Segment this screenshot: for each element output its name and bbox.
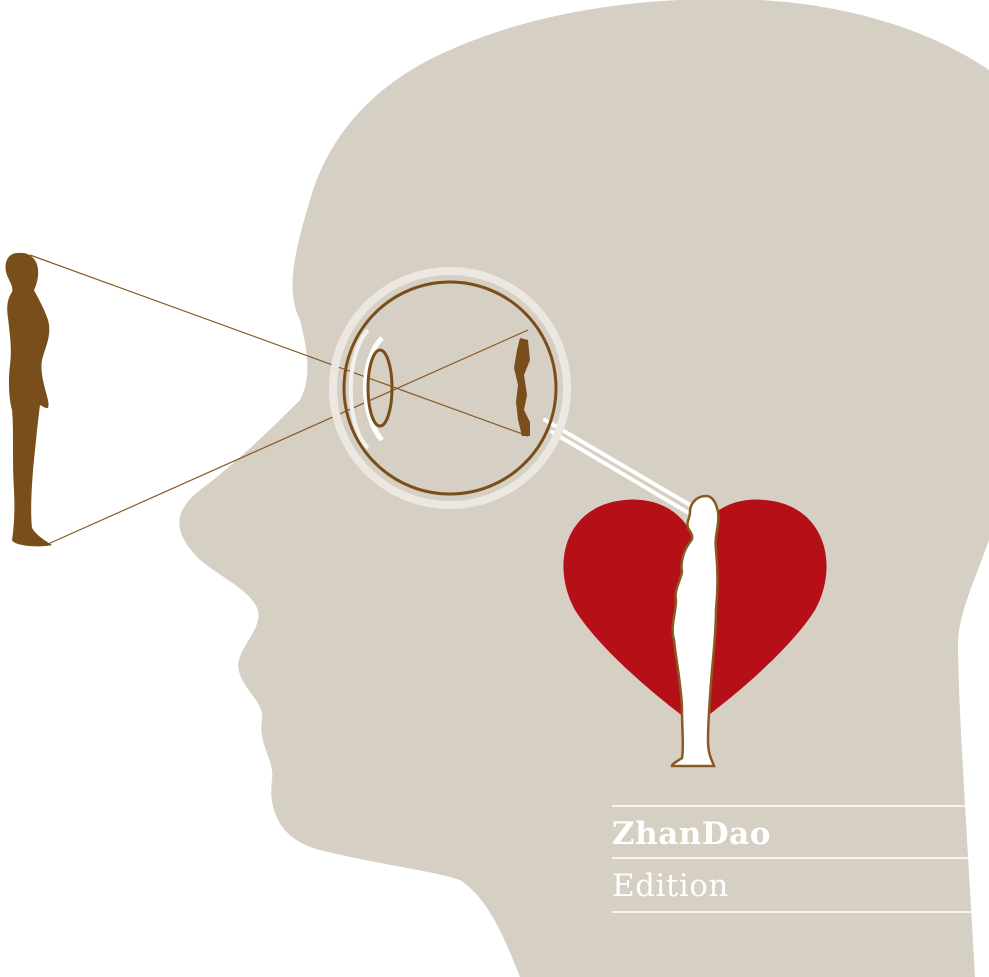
standing-figure-icon [6,253,53,547]
brand-title: ZhanDao [612,814,771,854]
brand-subtitle: Edition [612,866,729,906]
head-silhouette-icon [179,0,989,977]
